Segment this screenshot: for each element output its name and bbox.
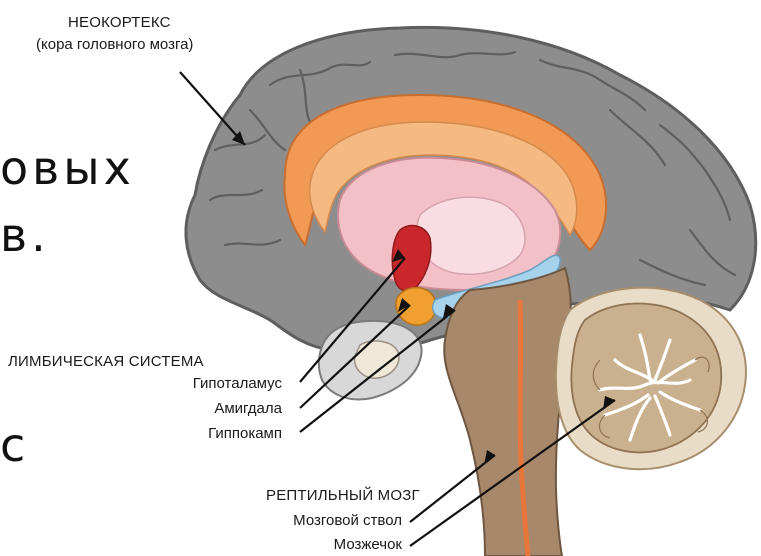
cerebellum-region xyxy=(556,288,746,470)
hypothalamus-label: Гипоталамус xyxy=(160,375,282,393)
brainstem-label: Мозговой ствол xyxy=(270,512,402,530)
cerebellum-label: Мозжечок xyxy=(270,536,402,554)
thalamus-inner xyxy=(417,197,525,274)
hippocampus-label: Гиппокамп xyxy=(160,425,282,443)
amygdala-label: Амигдала xyxy=(160,400,282,418)
neocortex-title: НЕОКОРТЕКС xyxy=(68,14,171,32)
brainstem-region xyxy=(444,268,571,556)
neocortex-subtitle: (кора головного мозга) xyxy=(36,36,193,54)
reptilian-brain-title: РЕПТИЛЬНЫЙ МОЗГ xyxy=(266,487,420,505)
limbic-system-title: ЛИМБИЧЕСКАЯ СИСТЕМА xyxy=(8,353,204,371)
